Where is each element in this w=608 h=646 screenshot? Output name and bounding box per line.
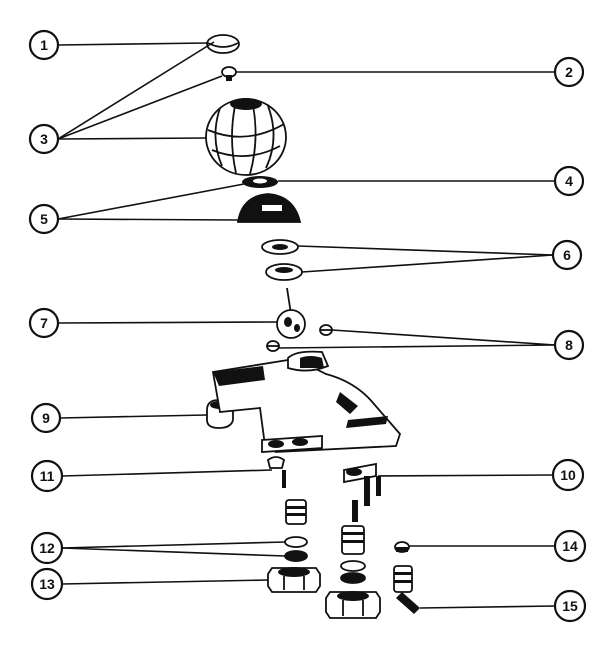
callout-label: 13	[39, 576, 55, 592]
callout-label: 6	[563, 247, 571, 263]
callout-label: 1	[40, 37, 48, 53]
part-handle-screw	[221, 66, 237, 81]
part-faucet-body	[211, 350, 402, 453]
leader-lines	[57, 41, 556, 609]
part-mounting-bracket-right	[343, 462, 381, 506]
callout-10: 10	[551, 458, 585, 492]
callout-label: 5	[40, 211, 48, 227]
callout-2: 2	[553, 56, 585, 88]
callout-1: 1	[28, 29, 60, 61]
part-supply-shank-right	[340, 500, 366, 584]
callout-4: 4	[553, 165, 585, 197]
part-cap-dome	[236, 193, 302, 223]
callout-5: 5	[28, 203, 60, 235]
part-seat-spring-left	[266, 340, 280, 352]
callout-15: 15	[553, 589, 587, 623]
callout-11: 11	[30, 459, 64, 493]
callout-label: 11	[40, 468, 55, 484]
callout-6: 6	[551, 239, 583, 271]
callout-label: 2	[565, 64, 573, 80]
part-coupling-nut-left	[267, 567, 321, 593]
part-ball-stem	[276, 287, 306, 339]
callout-3: 3	[28, 123, 60, 155]
callout-label: 7	[40, 315, 48, 331]
callout-9: 9	[30, 402, 62, 434]
callout-14: 14	[553, 529, 587, 563]
callout-label: 12	[39, 540, 55, 556]
part-cam-assembly	[265, 263, 303, 281]
callout-7: 7	[28, 307, 60, 339]
part-handle-knob	[205, 98, 287, 176]
callout-label: 10	[560, 467, 576, 483]
part-retainer-ring	[242, 176, 278, 188]
callout-label: 9	[42, 410, 50, 426]
callout-label: 4	[565, 173, 573, 189]
callout-label: 14	[562, 538, 578, 554]
part-adjusting-ring	[261, 239, 299, 255]
callout-13: 13	[30, 567, 64, 601]
callout-12: 12	[30, 531, 64, 565]
part-supply-shank-left	[284, 499, 308, 562]
part-diverter-connector	[393, 565, 420, 614]
part-seat-spring-right	[319, 324, 333, 336]
part-mounting-bracket-left	[261, 435, 323, 488]
callout-label: 8	[565, 337, 573, 353]
callout-label: 3	[40, 131, 48, 147]
part-diverter-cap	[394, 541, 410, 553]
callout-label: 15	[562, 598, 578, 614]
callout-8: 8	[553, 329, 585, 361]
part-coupling-nut-right	[325, 591, 381, 619]
